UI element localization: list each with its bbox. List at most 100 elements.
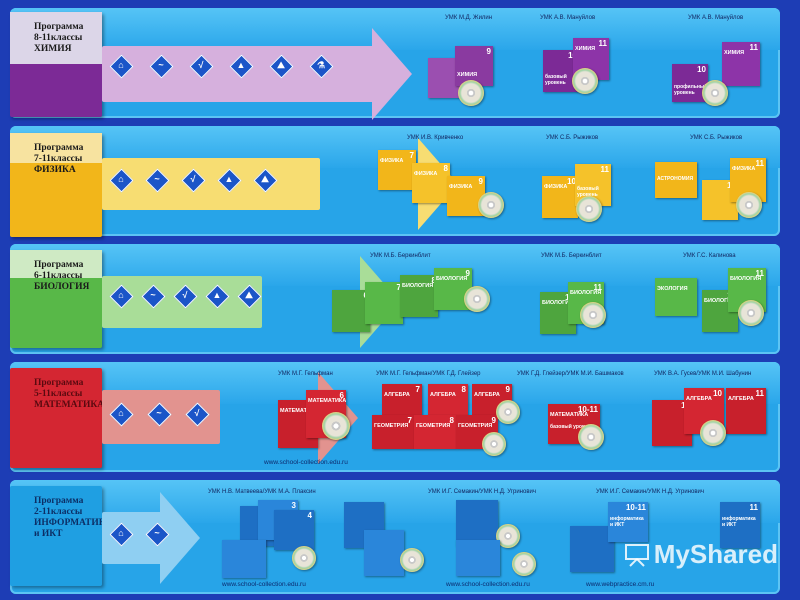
umk-label: УМК М.Б. Беркинблит	[541, 253, 602, 259]
program-subject: МАТЕМАТИКА	[34, 400, 105, 410]
program-mathematics: Программа 5-11классы МАТЕМАТИКА	[10, 368, 105, 468]
cd-disc-icon	[738, 300, 764, 326]
textbook-cover: 8БИОЛОГИЯ	[400, 275, 438, 317]
program-label: Программа	[34, 378, 84, 388]
triangle-icon: ▲	[205, 284, 230, 309]
program-label: Программа	[34, 143, 84, 153]
program-grades: 8-11классы	[34, 33, 83, 43]
icon-row-mathematics: ⌂ ~ √	[109, 402, 210, 427]
root-icon: √	[181, 168, 206, 193]
root-icon: √	[185, 402, 210, 427]
trail-icon: ~	[145, 522, 170, 547]
icon-row-informatics: ⌂ ~	[109, 522, 170, 547]
website-link[interactable]: www.school-collection.edu.ru	[264, 459, 348, 466]
triangle-icon: ▲	[217, 168, 242, 193]
band-physics	[10, 126, 780, 236]
watermark-text: MyShared	[653, 539, 778, 569]
trail-icon: ~	[141, 284, 166, 309]
mountain-icon: ⛰	[237, 284, 262, 309]
umk-label: УМК И.Г. Семакин/УМК Н.Д. Угринович	[596, 489, 704, 495]
cd-disc-icon	[322, 412, 350, 440]
cd-disc-icon	[572, 68, 598, 94]
cd-disc-icon	[580, 302, 606, 328]
umk-label: УМК С.Б. Рыжиков	[546, 135, 599, 141]
textbook-cover	[570, 526, 614, 572]
icon-row-biology: ⌂ ~ √ ▲ ⛰	[109, 284, 262, 309]
program-label: Программа	[34, 496, 84, 506]
umk-label: УМК И.В. Кривченко	[407, 135, 464, 141]
root-icon: √	[189, 54, 214, 79]
program-physics: Программа 7-11классы ФИЗИКА	[10, 133, 102, 237]
cd-disc-icon	[700, 420, 726, 446]
program-subject: ИНФОРМАТИКА	[34, 518, 113, 528]
textbook-cover: ЭКОЛОГИЯ	[655, 278, 697, 316]
umk-label: УМК Г.Д. Глейзер/УМК М.И. Башмаков	[517, 371, 624, 377]
website-link[interactable]: www.webpractice.cm.ru	[586, 581, 655, 588]
textbook-cover: 6	[332, 290, 370, 332]
mountain-icon: ⛰	[269, 54, 294, 79]
program-grades: 7-11классы	[34, 154, 83, 164]
textbook-cover: АСТРОНОМИЯ	[655, 162, 697, 198]
icon-row-physics: ⌂ ~ √ ▲ ⛰	[109, 168, 278, 193]
house-icon: ⌂	[109, 168, 134, 193]
program-grades: 5-11классы	[34, 389, 83, 399]
program-label: Программа	[34, 260, 84, 270]
umk-label: УМК Г.С. Калинова	[683, 253, 736, 259]
website-link[interactable]: www.school-collection.edu.ru	[446, 581, 530, 588]
umk-label: УМК М.Б. Беркинблит	[370, 253, 431, 259]
textbook-cover: 4	[274, 510, 314, 550]
presentation-board-icon	[624, 543, 650, 567]
program-subject: ХИМИЯ	[34, 44, 72, 54]
website-link[interactable]: www.school-collection.edu.ru	[222, 581, 306, 588]
cd-disc-icon	[478, 192, 504, 218]
cd-disc-icon	[736, 192, 762, 218]
umk-label: УМК И.Г. Семакин/УМК Н.Д. Угринович	[428, 489, 536, 495]
house-icon: ⌂	[109, 402, 134, 427]
mountain-icon: ⛰	[253, 168, 278, 193]
program-grades: 2-11классы	[34, 507, 83, 517]
cd-disc-icon	[702, 80, 728, 106]
program-subject: ФИЗИКА	[34, 165, 76, 175]
program-label: Программа	[34, 22, 84, 32]
cd-disc-icon	[578, 424, 604, 450]
cd-disc-icon	[496, 400, 520, 424]
cd-disc-icon	[512, 552, 536, 576]
program-chemistry: Программа 8-11классы ХИМИЯ	[10, 12, 102, 117]
cd-disc-icon	[482, 432, 506, 456]
textbook-cover	[222, 540, 266, 578]
root-icon: √	[173, 284, 198, 309]
cd-disc-icon	[458, 80, 484, 106]
umk-label: УМК А.В. Мануйлов	[688, 15, 744, 21]
trail-icon: ~	[145, 168, 170, 193]
program-biology: Программа 6-11классы БИОЛОГИЯ	[10, 250, 102, 348]
cd-disc-icon	[400, 548, 424, 572]
umk-label: УМК М.Г. Гельфман/УМК Г.Д. Глейзер	[376, 371, 481, 377]
trail-icon: ~	[149, 54, 174, 79]
umk-label: УМК Н.В. Матвеева/УМК М.А. Плаксин	[208, 489, 316, 495]
umk-label: УМК М.Г. Гельфман	[278, 371, 333, 377]
house-icon: ⌂	[109, 522, 134, 547]
watermark: MyShared	[624, 539, 778, 570]
textbook-cover	[456, 540, 500, 576]
program-informatics: Программа 2-11классы ИНФОРМАТИКА и ИКТ	[10, 486, 113, 586]
house-icon: ⌂	[109, 54, 134, 79]
icon-row-chemistry: ⌂ ~ √ ▲ ⛰ ⚗	[109, 54, 334, 79]
cd-disc-icon	[292, 546, 316, 570]
trail-icon: ~	[147, 402, 172, 427]
umk-label: УМК А.В. Мануйлов	[540, 15, 596, 21]
umk-label: УМК С.Б. Рыжиков	[690, 135, 743, 141]
textbook-cover	[364, 530, 404, 576]
house-icon: ⌂	[109, 284, 134, 309]
